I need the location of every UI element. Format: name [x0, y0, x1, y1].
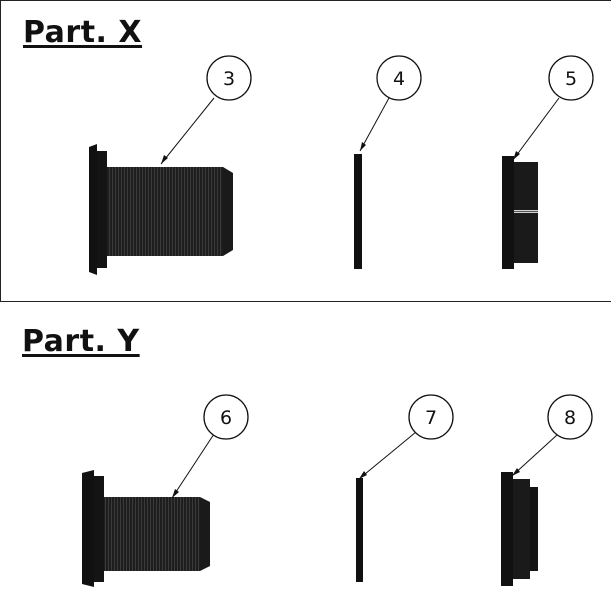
part-8-nut [501, 472, 538, 586]
balloon-6: 6 [171, 394, 249, 499]
part-7-washer [356, 478, 363, 582]
panel-part-x: Part. X 3 [0, 0, 611, 302]
balloon-4: 4 [359, 55, 422, 152]
part-4-washer [354, 154, 362, 269]
balloon-5-label: 5 [565, 68, 577, 90]
part-3-shank [89, 144, 233, 275]
part-y-drawing: 6 7 8 [82, 394, 593, 587]
balloon-6-label: 6 [220, 407, 232, 429]
balloon-8-label: 8 [564, 407, 576, 429]
balloon-3: 3 [160, 55, 252, 165]
part-y-title: Part. Y [22, 324, 140, 359]
balloon-7: 7 [358, 394, 454, 480]
balloon-8: 8 [511, 394, 593, 477]
balloon-3-label: 3 [223, 68, 235, 90]
part-6-shank [82, 470, 210, 587]
panel-part-y: Part. Y 6 [0, 302, 611, 593]
part-x-drawing: 3 4 5 [89, 55, 594, 275]
part-5-nut [502, 156, 538, 269]
balloon-5: 5 [512, 55, 594, 161]
balloon-7-label: 7 [425, 407, 437, 429]
part-x-title: Part. X [23, 15, 143, 50]
balloon-4-label: 4 [393, 68, 405, 90]
